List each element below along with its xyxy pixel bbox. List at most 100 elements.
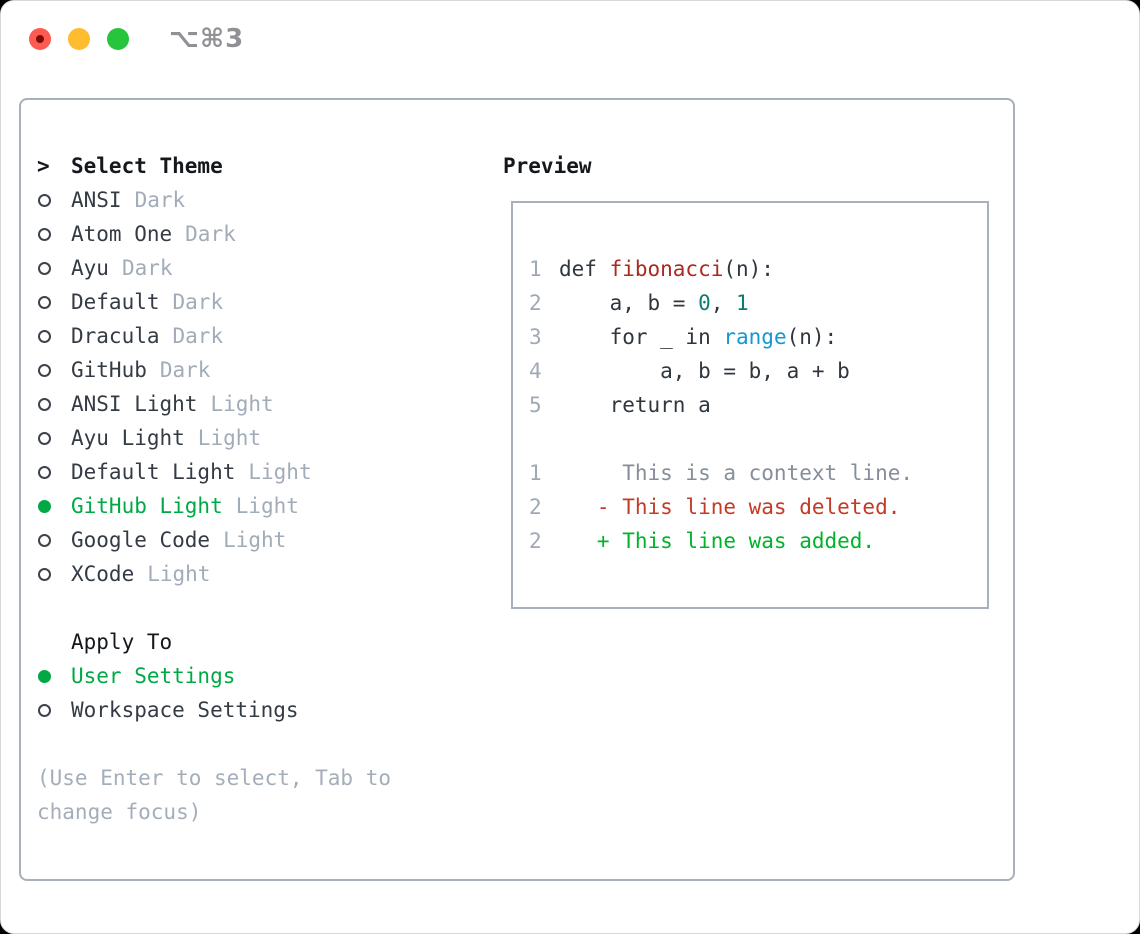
diff-added-line: 2 + This line was added. xyxy=(529,524,913,558)
radio-icon xyxy=(38,703,51,717)
apply-option-label: Workspace Settings xyxy=(71,698,299,722)
code-line-4: 4 a, b = b, a + b xyxy=(529,354,913,388)
preview-title: Preview xyxy=(503,154,592,178)
apply-to-header: Apply To xyxy=(37,625,391,659)
spacer xyxy=(37,727,391,761)
radio-icon xyxy=(38,227,51,241)
radio-icon xyxy=(38,363,51,377)
zoom-button[interactable] xyxy=(107,28,129,50)
theme-variant: Light xyxy=(147,562,211,586)
radio-icon xyxy=(38,567,51,581)
line-number: 4 xyxy=(529,359,542,383)
hint-line-1: (Use Enter to select, Tab to xyxy=(37,766,392,790)
code-token: for _ in xyxy=(559,325,724,349)
cursor-prompt-icon: > xyxy=(37,154,50,178)
theme-name: Atom One xyxy=(71,222,173,246)
code-token: (n): xyxy=(723,257,774,281)
line-number: 1 xyxy=(529,461,542,485)
theme-variant: Light xyxy=(248,460,312,484)
apply-option-label: User Settings xyxy=(71,664,236,688)
theme-option-ayu-dark[interactable]: Ayu Dark xyxy=(37,251,391,285)
code-line-3: 3 for _ in range(n): xyxy=(529,320,913,354)
code-token: - This line was deleted. xyxy=(559,495,901,519)
theme-name: Default xyxy=(71,290,160,314)
code-token: def xyxy=(559,257,610,281)
select-theme-header: > Select Theme xyxy=(37,149,391,183)
select-theme-title: Select Theme xyxy=(71,154,223,178)
code-token: return a xyxy=(559,393,711,417)
minimize-button[interactable] xyxy=(68,28,90,50)
code-token: 1 xyxy=(736,291,749,315)
theme-name: Default Light xyxy=(71,460,236,484)
radio-icon xyxy=(38,261,51,275)
close-button[interactable] xyxy=(29,28,51,50)
line-number: 2 xyxy=(529,529,542,553)
theme-variant: Light xyxy=(235,494,299,518)
theme-option-ansi-light[interactable]: ANSI Light Light xyxy=(37,387,391,421)
code-token: a, b = b, a + b xyxy=(559,359,850,383)
code-token: range xyxy=(723,325,787,349)
window-title: ⌥⌘3 xyxy=(169,24,245,54)
theme-name: Ayu Light xyxy=(71,426,185,450)
line-number: 2 xyxy=(529,291,542,315)
theme-name: GitHub xyxy=(71,358,147,382)
code-token: a, b = xyxy=(559,291,699,315)
theme-name: Google Code xyxy=(71,528,211,552)
theme-name: Dracula xyxy=(71,324,160,348)
line-number: 2 xyxy=(529,495,542,519)
radio-icon xyxy=(38,465,51,479)
code-token: + This line was added. xyxy=(559,529,876,553)
theme-name: ANSI Light xyxy=(71,392,198,416)
theme-variant: Dark xyxy=(134,188,186,212)
code-line-5: 5 return a xyxy=(529,388,913,422)
theme-name: ANSI xyxy=(71,188,122,212)
radio-icon xyxy=(38,397,51,411)
hint-line-2: change focus) xyxy=(37,800,202,824)
radio-icon xyxy=(38,295,51,309)
code-line-2: 2 a, b = 0, 1 xyxy=(529,286,913,320)
apply-to-title: Apply To xyxy=(71,630,173,654)
radio-selected-icon xyxy=(38,499,51,513)
theme-option-default-dark[interactable]: Default Dark xyxy=(37,285,391,319)
apply-option-workspace-settings[interactable]: Workspace Settings xyxy=(37,693,391,727)
theme-variant: Light xyxy=(210,392,274,416)
radio-icon xyxy=(38,193,51,207)
theme-variant: Dark xyxy=(185,222,236,246)
line-number: 5 xyxy=(529,393,542,417)
radio-icon xyxy=(38,533,51,547)
spacer xyxy=(37,591,391,625)
theme-option-default-light[interactable]: Default Light Light xyxy=(37,455,391,489)
theme-variant: Dark xyxy=(159,358,211,382)
radio-icon xyxy=(38,431,51,445)
theme-option-ansi-dark[interactable]: ANSI Dark xyxy=(37,183,391,217)
radio-icon xyxy=(38,329,51,343)
theme-option-github-dark[interactable]: GitHub Dark xyxy=(37,353,391,387)
diff-context-line: 1 This is a context line. xyxy=(529,456,913,490)
title-bar: ⌥⌘3 xyxy=(29,24,245,54)
code-token: This is a context line. xyxy=(559,461,914,485)
theme-variant: Dark xyxy=(172,290,224,314)
radio-selected-icon xyxy=(38,669,51,683)
theme-variant: Light xyxy=(223,528,287,552)
theme-name: Ayu xyxy=(71,256,109,280)
apply-option-user-settings[interactable]: User Settings xyxy=(37,659,391,693)
code-line-blank xyxy=(529,422,913,456)
theme-variant: Dark xyxy=(172,324,224,348)
theme-option-google-code-light[interactable]: Google Code Light xyxy=(37,523,391,557)
line-number: 3 xyxy=(529,325,542,349)
close-button-dot xyxy=(36,35,44,43)
theme-variant: Dark xyxy=(121,256,173,280)
line-number: 1 xyxy=(529,257,542,281)
theme-option-dracula-dark[interactable]: Dracula Dark xyxy=(37,319,391,353)
theme-option-atom-one-dark[interactable]: Atom One Dark xyxy=(37,217,391,251)
code-token: 0 xyxy=(698,291,711,315)
